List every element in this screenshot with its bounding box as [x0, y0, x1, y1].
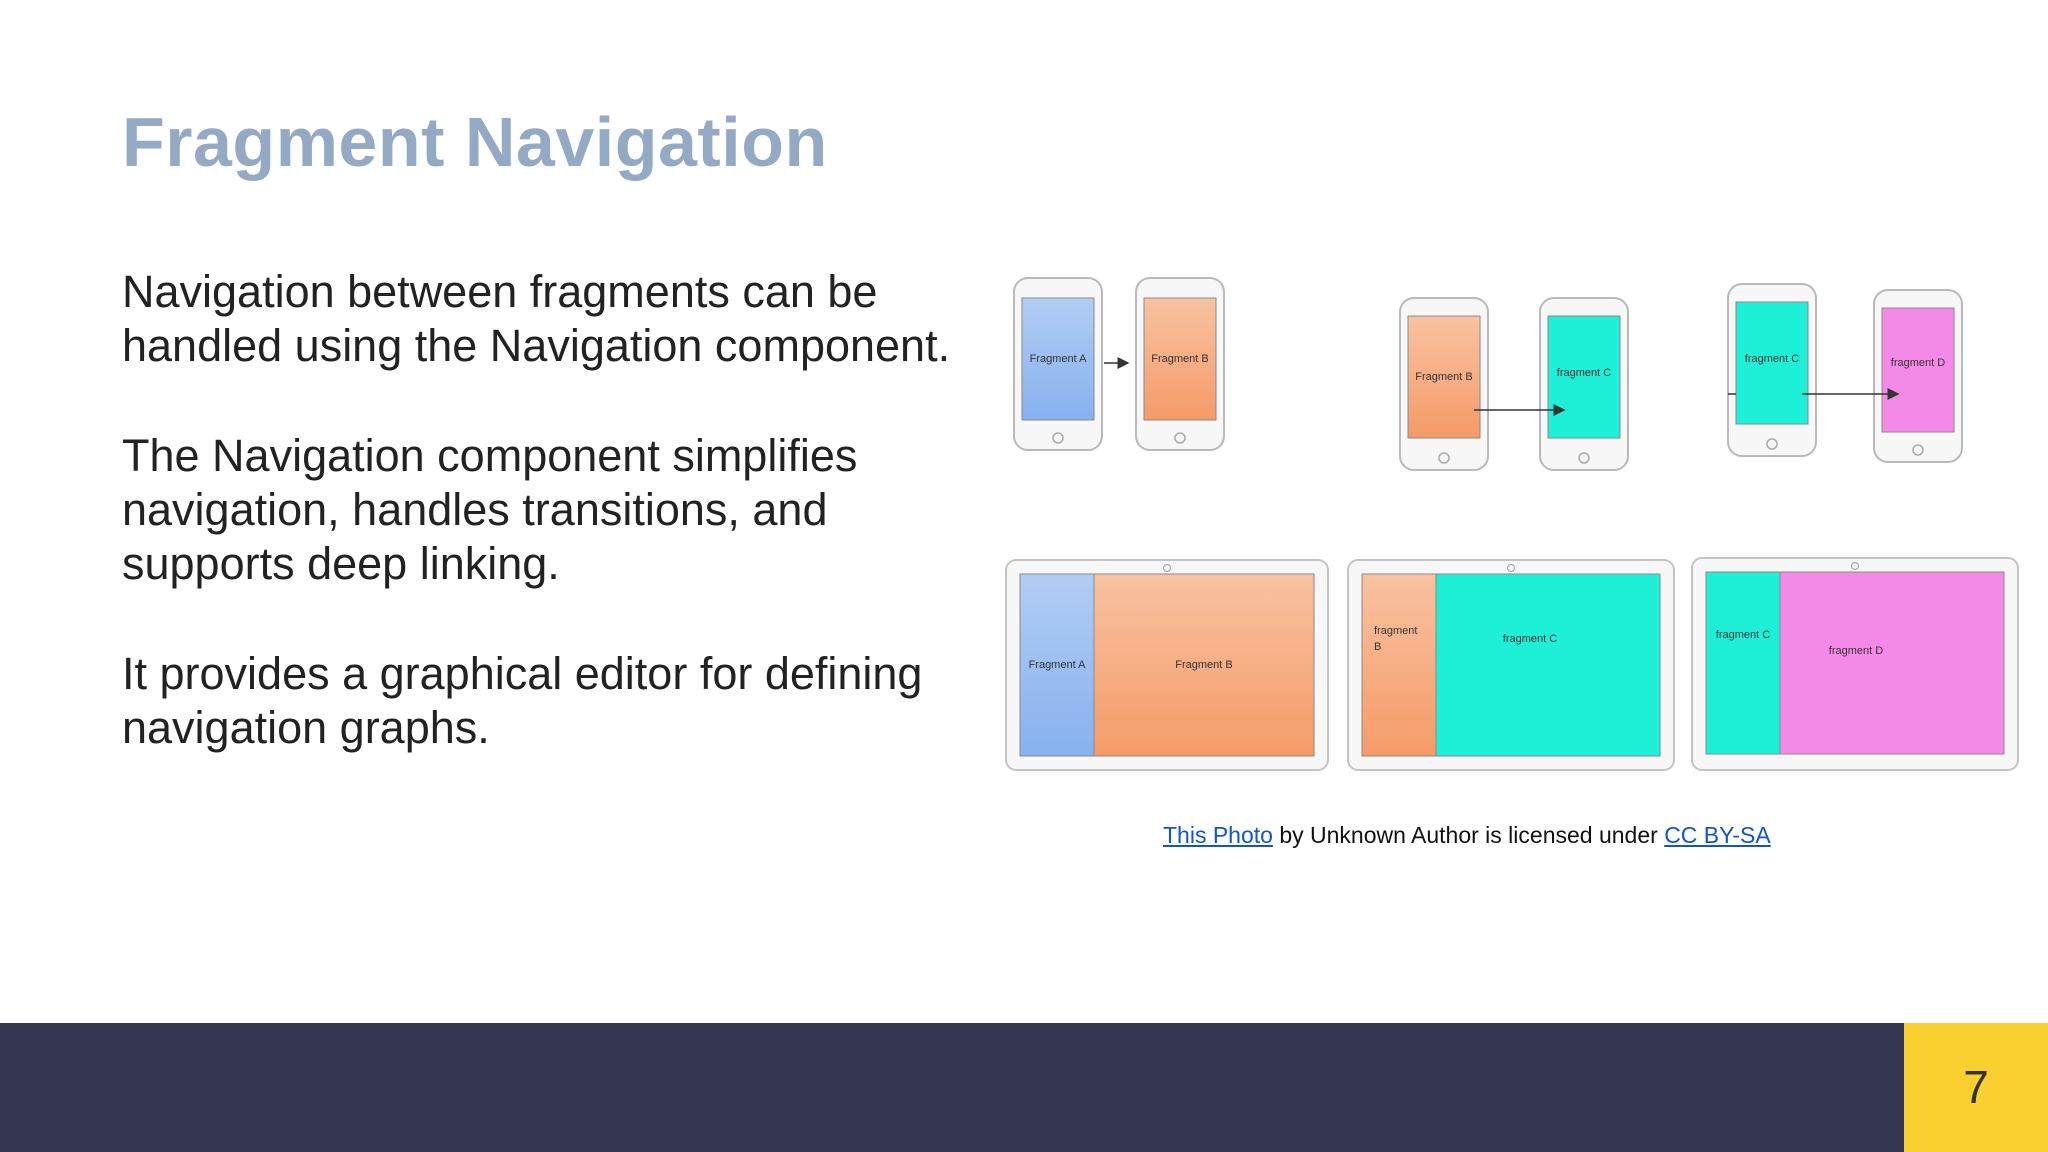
page-number: 7: [1963, 1061, 1989, 1113]
phone-fragment-c-2: fragment C: [1727, 283, 1817, 457]
tablet-3-left-label: fragment C: [1716, 629, 1770, 641]
tablet-fragment-c-d: fragment C fragment D: [1691, 557, 2019, 771]
fragment-navigation-image: Fragment A Fragment B Fragment B: [998, 270, 2024, 780]
tablet-1-right-label: Fragment B: [1175, 659, 1232, 671]
tablet-2-right-label: fragment C: [1503, 633, 1557, 645]
phone-fragment-a: Fragment A: [1013, 277, 1103, 451]
phone-a-label: Fragment A: [1030, 353, 1088, 365]
phone-fragment-d: fragment D: [1873, 289, 1963, 463]
tablet-fragment-b-c: fragment B fragment C: [1347, 559, 1675, 771]
phone-c-label: fragment C: [1557, 367, 1611, 379]
tablet-3-right-label: fragment D: [1829, 645, 1883, 657]
page-number-box: 7: [1904, 1023, 2048, 1152]
footer-bar: [0, 1023, 1904, 1152]
phone-c2-label: fragment C: [1745, 353, 1799, 365]
slide-body: Navigation between fragments can be hand…: [122, 265, 982, 811]
phone-b2-label: Fragment B: [1415, 371, 1472, 383]
paragraph-simplifies: The Navigation component simplifies navi…: [122, 430, 858, 589]
tablet-2-left-label-1: fragment: [1374, 625, 1417, 637]
paragraph-navigation-component: Navigation between fragments can be hand…: [122, 266, 951, 371]
phone-fragment-b-2: Fragment B: [1399, 297, 1489, 471]
slide-title: Fragment Navigation: [122, 103, 828, 181]
phone-fragment-b: Fragment B: [1135, 277, 1225, 451]
attribution-text: by Unknown Author is licensed under: [1272, 822, 1665, 848]
photo-attribution: This Photo by Unknown Author is licensed…: [1163, 820, 1771, 850]
license-link[interactable]: CC BY-SA: [1664, 822, 1771, 848]
tablet-fragment-a-b: Fragment A Fragment B: [1005, 559, 1329, 771]
this-photo-link[interactable]: This Photo: [1163, 822, 1273, 848]
tablet-1-left-label: Fragment A: [1029, 659, 1087, 671]
phone-b-label: Fragment B: [1151, 353, 1208, 365]
paragraph-graphical-editor: It provides a graphical editor for defin…: [122, 648, 923, 753]
tablet-2-left-label-2: B: [1374, 641, 1381, 653]
phone-fragment-c: fragment C: [1539, 297, 1629, 471]
phone-d-label: fragment D: [1891, 357, 1945, 369]
